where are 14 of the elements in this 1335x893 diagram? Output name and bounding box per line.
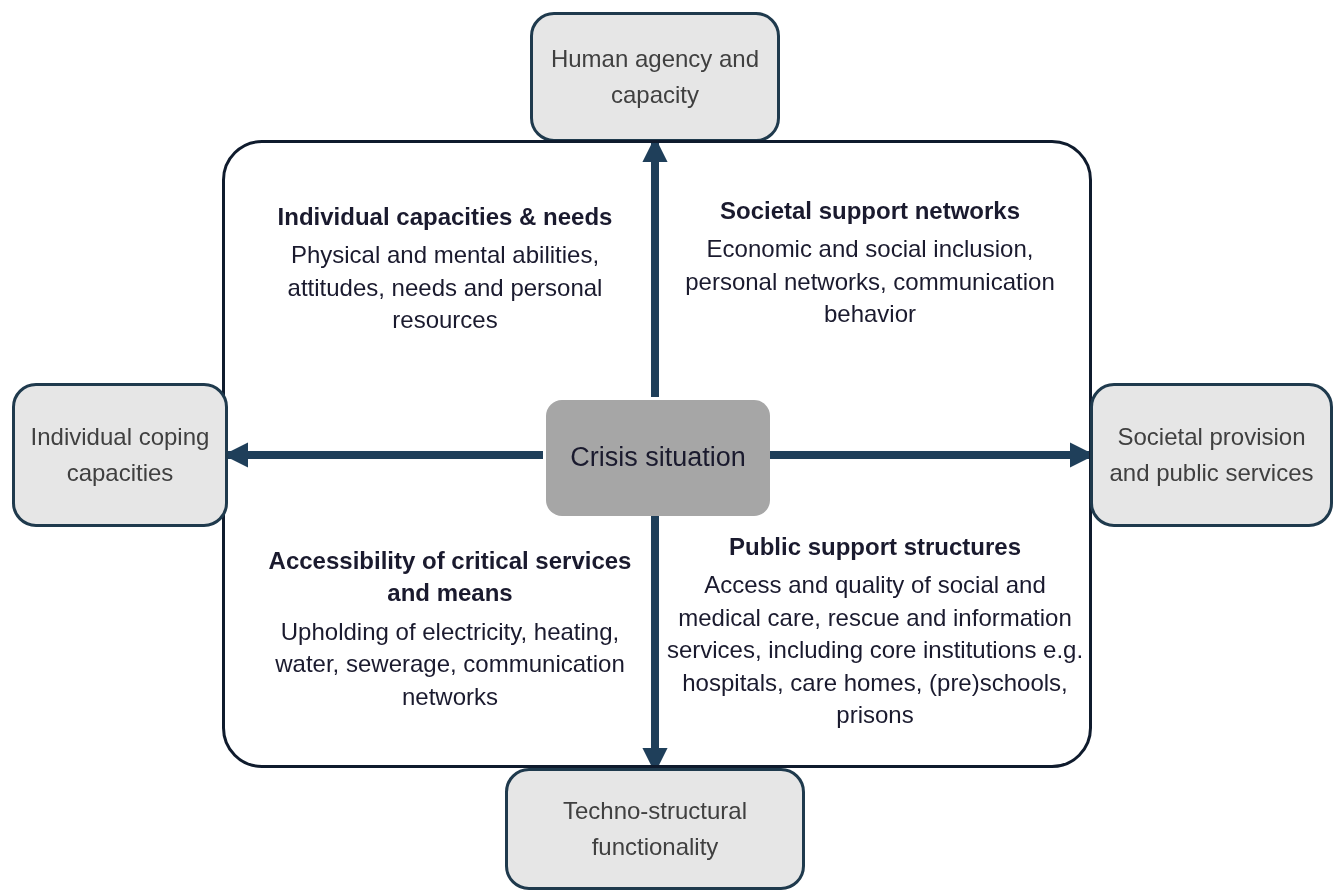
center-box: Crisis situation: [546, 400, 770, 516]
quadrant-text: Upholding of electricity, heating, water, sewerage, communication networks: [274, 616, 626, 712]
quadrant-text: Access and quality of social and medical care, rescue and information services, including core institutions e.g. hospitals, care homes, (pre)schools, prisons: [665, 570, 1085, 730]
category-box: Human agency and capacity: [530, 12, 780, 142]
quadrant-text: Economic and social inclusion, personal networks, communication behavior: [684, 234, 1056, 330]
category-box: Techno-structural functionality: [505, 768, 805, 890]
quadrant-heading: Public support structures: [727, 532, 1022, 562]
quadrant-heading: Societal support networks: [718, 196, 1022, 226]
category-box: Individual coping capacities: [12, 383, 228, 527]
quadrant-heading: Individual capacities & needs: [276, 202, 614, 232]
category-box: Societal provision and public services: [1090, 383, 1333, 527]
quadrant-heading: Accessibility of critical services and means: [267, 546, 633, 609]
quadrant-text: Physical and mental abilities, attitudes, needs and personal resources: [286, 240, 604, 336]
framework-panel: [222, 140, 1092, 768]
